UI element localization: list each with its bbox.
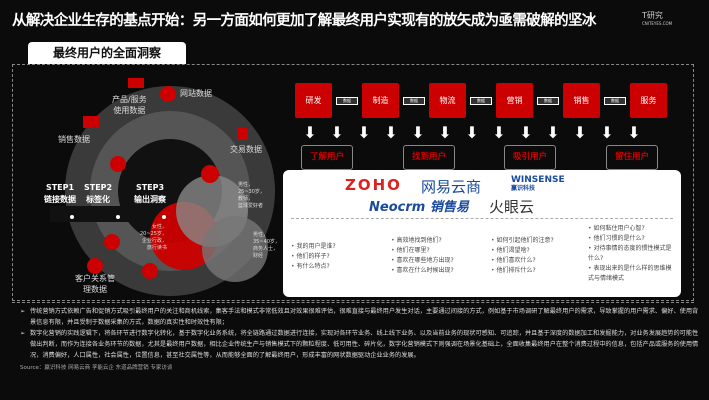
- slide-title: 从解决企业生存的基点开始：另一方面如何更加了解最终用户实现有的放矢成为亟需破解的…: [12, 13, 596, 29]
- down-arrow-icon: ⬇: [573, 123, 587, 142]
- stage-box: 研发: [295, 83, 332, 118]
- data-connector: 数据: [600, 95, 630, 107]
- down-arrow-icon: ⬇: [600, 123, 614, 142]
- note-item: 传统营销方式依赖广告和促销方式吸引最终用户的关注和商机线索，集客手法和模式非常低…: [20, 306, 700, 328]
- ring-graphic: [50, 78, 275, 296]
- persona-desc: 男性， 35~40岁， 商务人士， 财经: [253, 232, 280, 259]
- note-item: 数字化营销的实践逻辑下，将各环节进行数字化转化，基于数字化业务系统，将全链路通过…: [20, 328, 700, 361]
- persona-circle: [202, 216, 268, 282]
- goal-label: 留住用户: [606, 145, 658, 170]
- question-list: 如何引起他们的注意?他们渴望啥?他们喜欢什么?他们排斥什么?: [491, 236, 553, 276]
- down-arrow-icon: ⬇: [492, 123, 506, 142]
- down-arrows: ⬇ ⬇ ⬇ ⬇ ⬇ ⬇ ⬇ ⬇ ⬇ ⬇ ⬇ ⬇ ⬇: [302, 125, 642, 141]
- source-label: 交易数据: [230, 145, 262, 154]
- stage-box: 制造: [362, 83, 399, 118]
- netease-logo: 网易云商: [421, 178, 482, 196]
- persona-desc: 女性， 20~25岁， 企业行政， 旅行读书: [140, 224, 167, 251]
- source-label: 网站数据: [180, 89, 212, 98]
- stage-box: 销售: [563, 83, 600, 118]
- notes: 传统营销方式依赖广告和促销方式吸引最终用户的关注和商机线索，集客手法和模式非常低…: [20, 306, 700, 372]
- persona-desc: 男性， 25~30岁， 教师， 篮球爱好者: [238, 182, 265, 209]
- down-arrow-icon: ⬇: [384, 123, 398, 142]
- stage-box: 物流: [429, 83, 466, 118]
- down-arrow-icon: ⬇: [303, 123, 317, 142]
- goal-label: 了解用户: [301, 145, 353, 170]
- divider: [291, 218, 673, 219]
- down-arrow-icon: ⬇: [330, 123, 344, 142]
- down-arrow-icon: ⬇: [465, 123, 479, 142]
- stage-box: 营销: [496, 83, 533, 118]
- goal-label: 吸引用户: [504, 145, 556, 170]
- user-insight-diagram: 网站数据 产品/服务 使用数据 销售数据 交易数据 客户关系管 理数据 STEP…: [20, 66, 280, 296]
- down-arrow-icon: ⬇: [357, 123, 371, 142]
- down-arrow-icon: ⬇: [411, 123, 425, 142]
- divider: [12, 302, 694, 303]
- data-connector: 数据: [332, 95, 362, 107]
- stage-box: 服务: [630, 83, 667, 118]
- source-label: 产品/服务 使用数据: [112, 95, 147, 115]
- down-arrow-icon: ⬇: [546, 123, 560, 142]
- value-chain-flow: 研发 数据 制造 数据 物流 数据 营销 数据 销售 数据 服务: [295, 83, 667, 118]
- huoyanyun-logo: 火眼云: [489, 198, 535, 216]
- goal-label: 找到用户: [403, 145, 455, 170]
- question-list: 我的用户是谁?他们的样子?有什么特点?: [291, 242, 335, 272]
- down-arrow-icon: ⬇: [627, 123, 641, 142]
- source-label: 销售数据: [58, 135, 90, 144]
- question-list: 高效地找到他们?他们在哪里?喜欢在哪些地方出现?喜欢在什么时候出现?: [391, 236, 453, 276]
- data-connector: 数据: [466, 95, 496, 107]
- data-connector: 数据: [533, 95, 563, 107]
- source-note: Source：赢识科技 网易云商 孚能云企 东道品牌营销 专家访谈: [20, 365, 173, 371]
- down-arrow-icon: ⬇: [438, 123, 452, 142]
- down-arrow-icon: ⬇: [519, 123, 533, 142]
- data-connector: 数据: [399, 95, 429, 107]
- question-list: 如何黏住用户心智?他们习惯的是什么?对待事情的态度的惯性模式是什么?表现出来的是…: [588, 224, 676, 284]
- zoho-logo: ZOHO: [345, 176, 402, 194]
- source-label: 客户关系管 理数据: [75, 274, 115, 294]
- neocrm-logo: Neocrm 销售易: [369, 200, 469, 215]
- section-tab: 最终用户的全面洞察: [28, 42, 186, 64]
- content-frame: [12, 64, 694, 301]
